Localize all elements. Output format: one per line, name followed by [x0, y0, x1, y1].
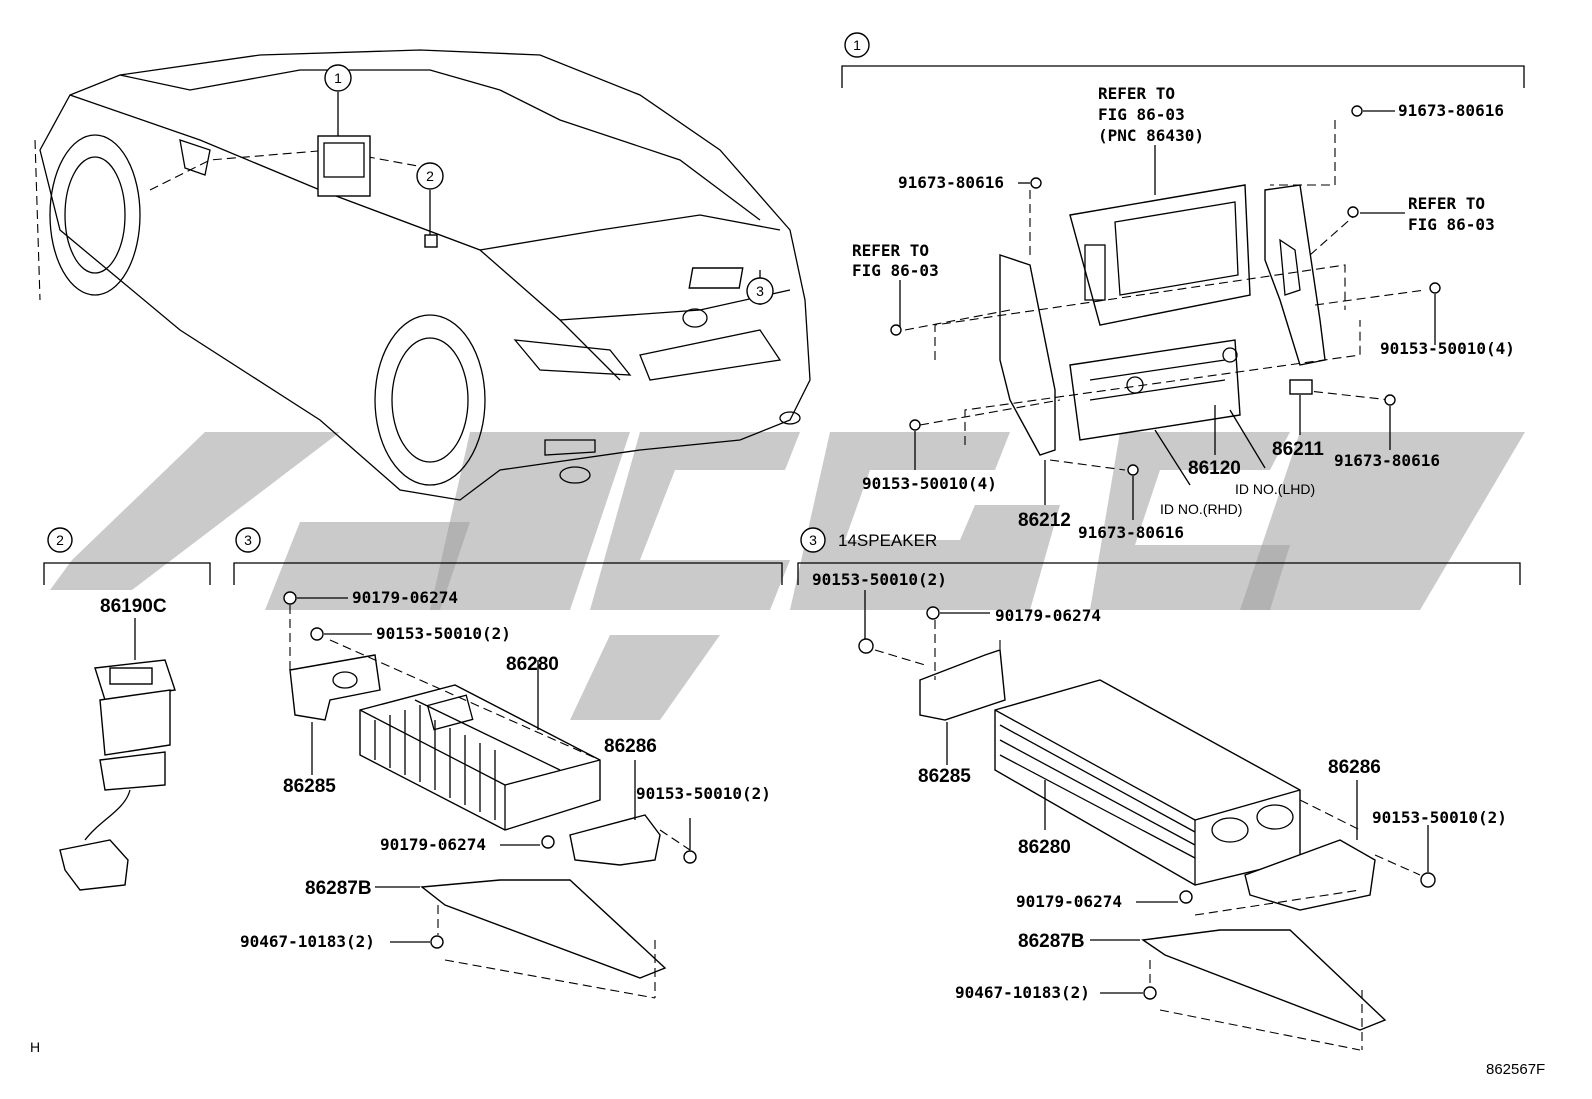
- label-amp-86280: 86280: [506, 654, 559, 675]
- label-86190C: 86190C: [100, 596, 167, 617]
- watermark-logo: [50, 432, 1525, 720]
- label-14-86285: 86285: [918, 766, 971, 787]
- label-14-screw: 90467-10183(2): [955, 983, 1090, 1002]
- label-14-86280: 86280: [1018, 837, 1071, 858]
- section-1-radio: 1 REFER TO FIG 86-03 (PNC 86430) REFER T…: [841, 32, 1525, 542]
- label-86120: 86120: [1188, 458, 1241, 479]
- label-amp-bolt-top: 90153-50010(2): [376, 624, 511, 643]
- section-3b-title: 14SPEAKER: [838, 531, 937, 550]
- label-amp-86287B: 86287B: [305, 878, 372, 899]
- refer-top-line2: FIG 86-03: [1098, 105, 1185, 124]
- label-id-lhd: ID NO.(LHD): [1235, 481, 1315, 497]
- section-1-marker: 1: [853, 37, 861, 53]
- callout-1: 1: [334, 70, 342, 86]
- section-3-marker: 3: [244, 532, 252, 548]
- section-3b-marker: 3: [809, 532, 817, 548]
- refer-top-line1: REFER TO: [1098, 84, 1175, 103]
- label-bolt-right-mid: 90153-50010(4): [1380, 339, 1515, 358]
- label-14-nut-top: 90179-06274: [995, 606, 1101, 625]
- label-amp-screw: 90467-10183(2): [240, 932, 375, 951]
- label-86211: 86211: [1272, 439, 1324, 460]
- footer-illustration-code: 862567F: [1486, 1061, 1545, 1078]
- label-amp-86286: 86286: [604, 736, 657, 757]
- label-amp-bolt-r: 90153-50010(2): [636, 784, 771, 803]
- label-14-nut-low: 90179-06274: [1016, 892, 1122, 911]
- refer-left-line1: REFER TO: [852, 241, 929, 260]
- refer-right-line1: REFER TO: [1408, 194, 1485, 213]
- label-amp-nut-low: 90179-06274: [380, 835, 486, 854]
- section-2-marker: 2: [56, 532, 64, 548]
- label-amp-nut-top: 90179-06274: [352, 588, 458, 607]
- car-illustration: 1 2 3: [34, 49, 811, 501]
- refer-left-line2: FIG 86-03: [852, 261, 939, 280]
- label-bolt-top-left: 91673-80616: [898, 173, 1004, 192]
- label-bolt-top-right: 91673-80616: [1398, 101, 1504, 120]
- footer-left-mark: H: [30, 1039, 40, 1055]
- label-bolt-bottom: 91673-80616: [1078, 523, 1184, 542]
- label-14-86286: 86286: [1328, 757, 1381, 778]
- section-3-amplifier: 3 90179-06274 90153-50010(2) 86280 86285…: [233, 527, 783, 999]
- refer-top-line3: (PNC 86430): [1098, 126, 1204, 145]
- label-14-bolt-r: 90153-50010(2): [1372, 808, 1507, 827]
- label-bolt-right-low: 91673-80616: [1334, 451, 1440, 470]
- label-bolt-left-mid: 90153-50010(4): [862, 474, 997, 493]
- label-14-bolt-top: 90153-50010(2): [812, 570, 947, 589]
- section-2-switch: 2 86190C: [43, 527, 211, 891]
- callout-2: 2: [426, 168, 434, 184]
- label-amp-86285: 86285: [283, 776, 336, 797]
- refer-right-line2: FIG 86-03: [1408, 215, 1495, 234]
- section-3-14speaker: 3 14SPEAKER 90153-50010(2) 90179-06274 8…: [797, 527, 1521, 1051]
- label-id-rhd: ID NO.(RHD): [1160, 501, 1242, 517]
- callout-3: 3: [756, 283, 764, 299]
- label-86212: 86212: [1018, 510, 1071, 531]
- label-14-86287B: 86287B: [1018, 931, 1085, 952]
